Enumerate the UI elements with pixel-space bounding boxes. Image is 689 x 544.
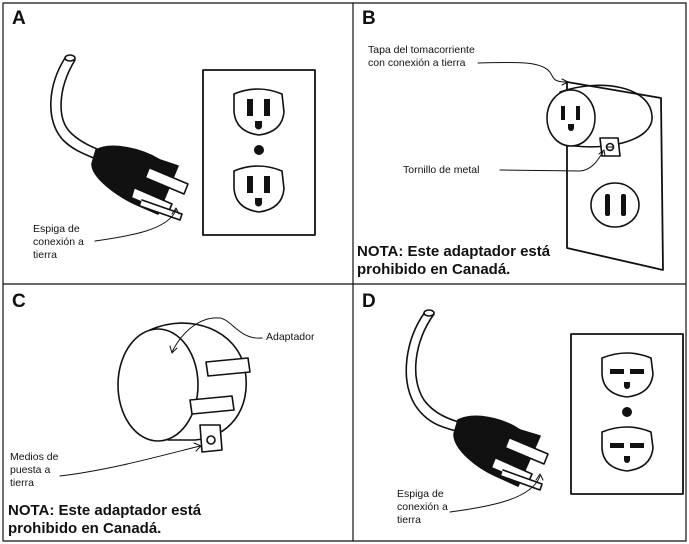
panel-b-metal-screw-label: Tornillo de metal xyxy=(403,164,480,176)
panel-b-letter: B xyxy=(362,8,376,29)
panel-b-adapter-face xyxy=(546,89,596,147)
panel-a-artwork xyxy=(50,54,316,242)
panel-d-callout-line-3: tierra xyxy=(397,514,421,527)
panel-c-prong-2 xyxy=(189,395,235,415)
panel-c-note: NOTA: Este adaptador está prohibido en C… xyxy=(8,502,201,538)
panel-b-note-line-1: NOTA: Este adaptador está xyxy=(357,243,551,260)
panel-b-receptacle xyxy=(590,182,640,228)
panel-d-callout-line-2: conexión a xyxy=(397,501,448,514)
panel-d-outlet-plate xyxy=(570,333,684,495)
panel-d-receptacle-top xyxy=(601,352,654,398)
panel-a-callout-line-2: conexión a xyxy=(33,236,84,249)
panel-d-letter: D xyxy=(362,291,376,312)
panel-d-callout-line-1: Espiga de xyxy=(397,488,444,500)
panel-c-grounding-means-label: Medios de puesta a tierra xyxy=(10,451,58,490)
panel-b-note-line-2: prohibido en Canadá. xyxy=(357,261,511,278)
panel-c-letter: C xyxy=(12,291,26,312)
panel-c-adapter-label: Adaptador xyxy=(266,331,315,343)
panel-c-callout-line-2: puesta a xyxy=(10,464,51,477)
panel-b-artwork xyxy=(477,62,664,271)
panel-b-wall-plate xyxy=(566,81,664,271)
panel-a-cord xyxy=(50,57,99,161)
panel-c-artwork xyxy=(59,317,263,477)
panel-b-cover-plate-label: Tapa del tomacorriente con conexión a ti… xyxy=(368,44,475,70)
panel-a-receptacle-top xyxy=(233,88,285,136)
panel-d-artwork xyxy=(405,309,684,513)
panel-a-receptacle-bottom xyxy=(233,165,285,213)
panel-c-callout-line-1: Medios de xyxy=(10,451,59,463)
panel-a-grounding-pin-label: Espiga de conexión a tierra xyxy=(33,223,84,262)
panel-c-adapter-face xyxy=(117,328,199,442)
panel-c-note-line-2: prohibido en Canadá. xyxy=(8,520,162,537)
panel-d-grounding-pin-label: Espiga de conexión a tierra xyxy=(397,488,448,527)
panel-a-prong-1 xyxy=(145,167,189,195)
panel-b-cover-line-1: Tapa del tomacorriente xyxy=(368,44,475,56)
panel-a-callout-line-3: tierra xyxy=(33,249,57,262)
panel-b-cover-line-2: con conexión a tierra xyxy=(368,57,466,70)
panel-a-ground-pin xyxy=(139,199,183,221)
panel-a-callout-line-1: Espiga de xyxy=(33,223,80,235)
panel-c-prong-1 xyxy=(205,357,251,377)
panel-d-receptacle-bottom xyxy=(601,426,654,472)
panel-c-callout-line-3: tierra xyxy=(10,477,34,490)
panel-b-note: NOTA: Este adaptador está prohibido en C… xyxy=(357,243,550,279)
panel-c-note-line-1: NOTA: Este adaptador está xyxy=(8,502,202,519)
panel-a-letter: A xyxy=(12,8,26,29)
panel-a-outlet-plate xyxy=(202,69,316,236)
